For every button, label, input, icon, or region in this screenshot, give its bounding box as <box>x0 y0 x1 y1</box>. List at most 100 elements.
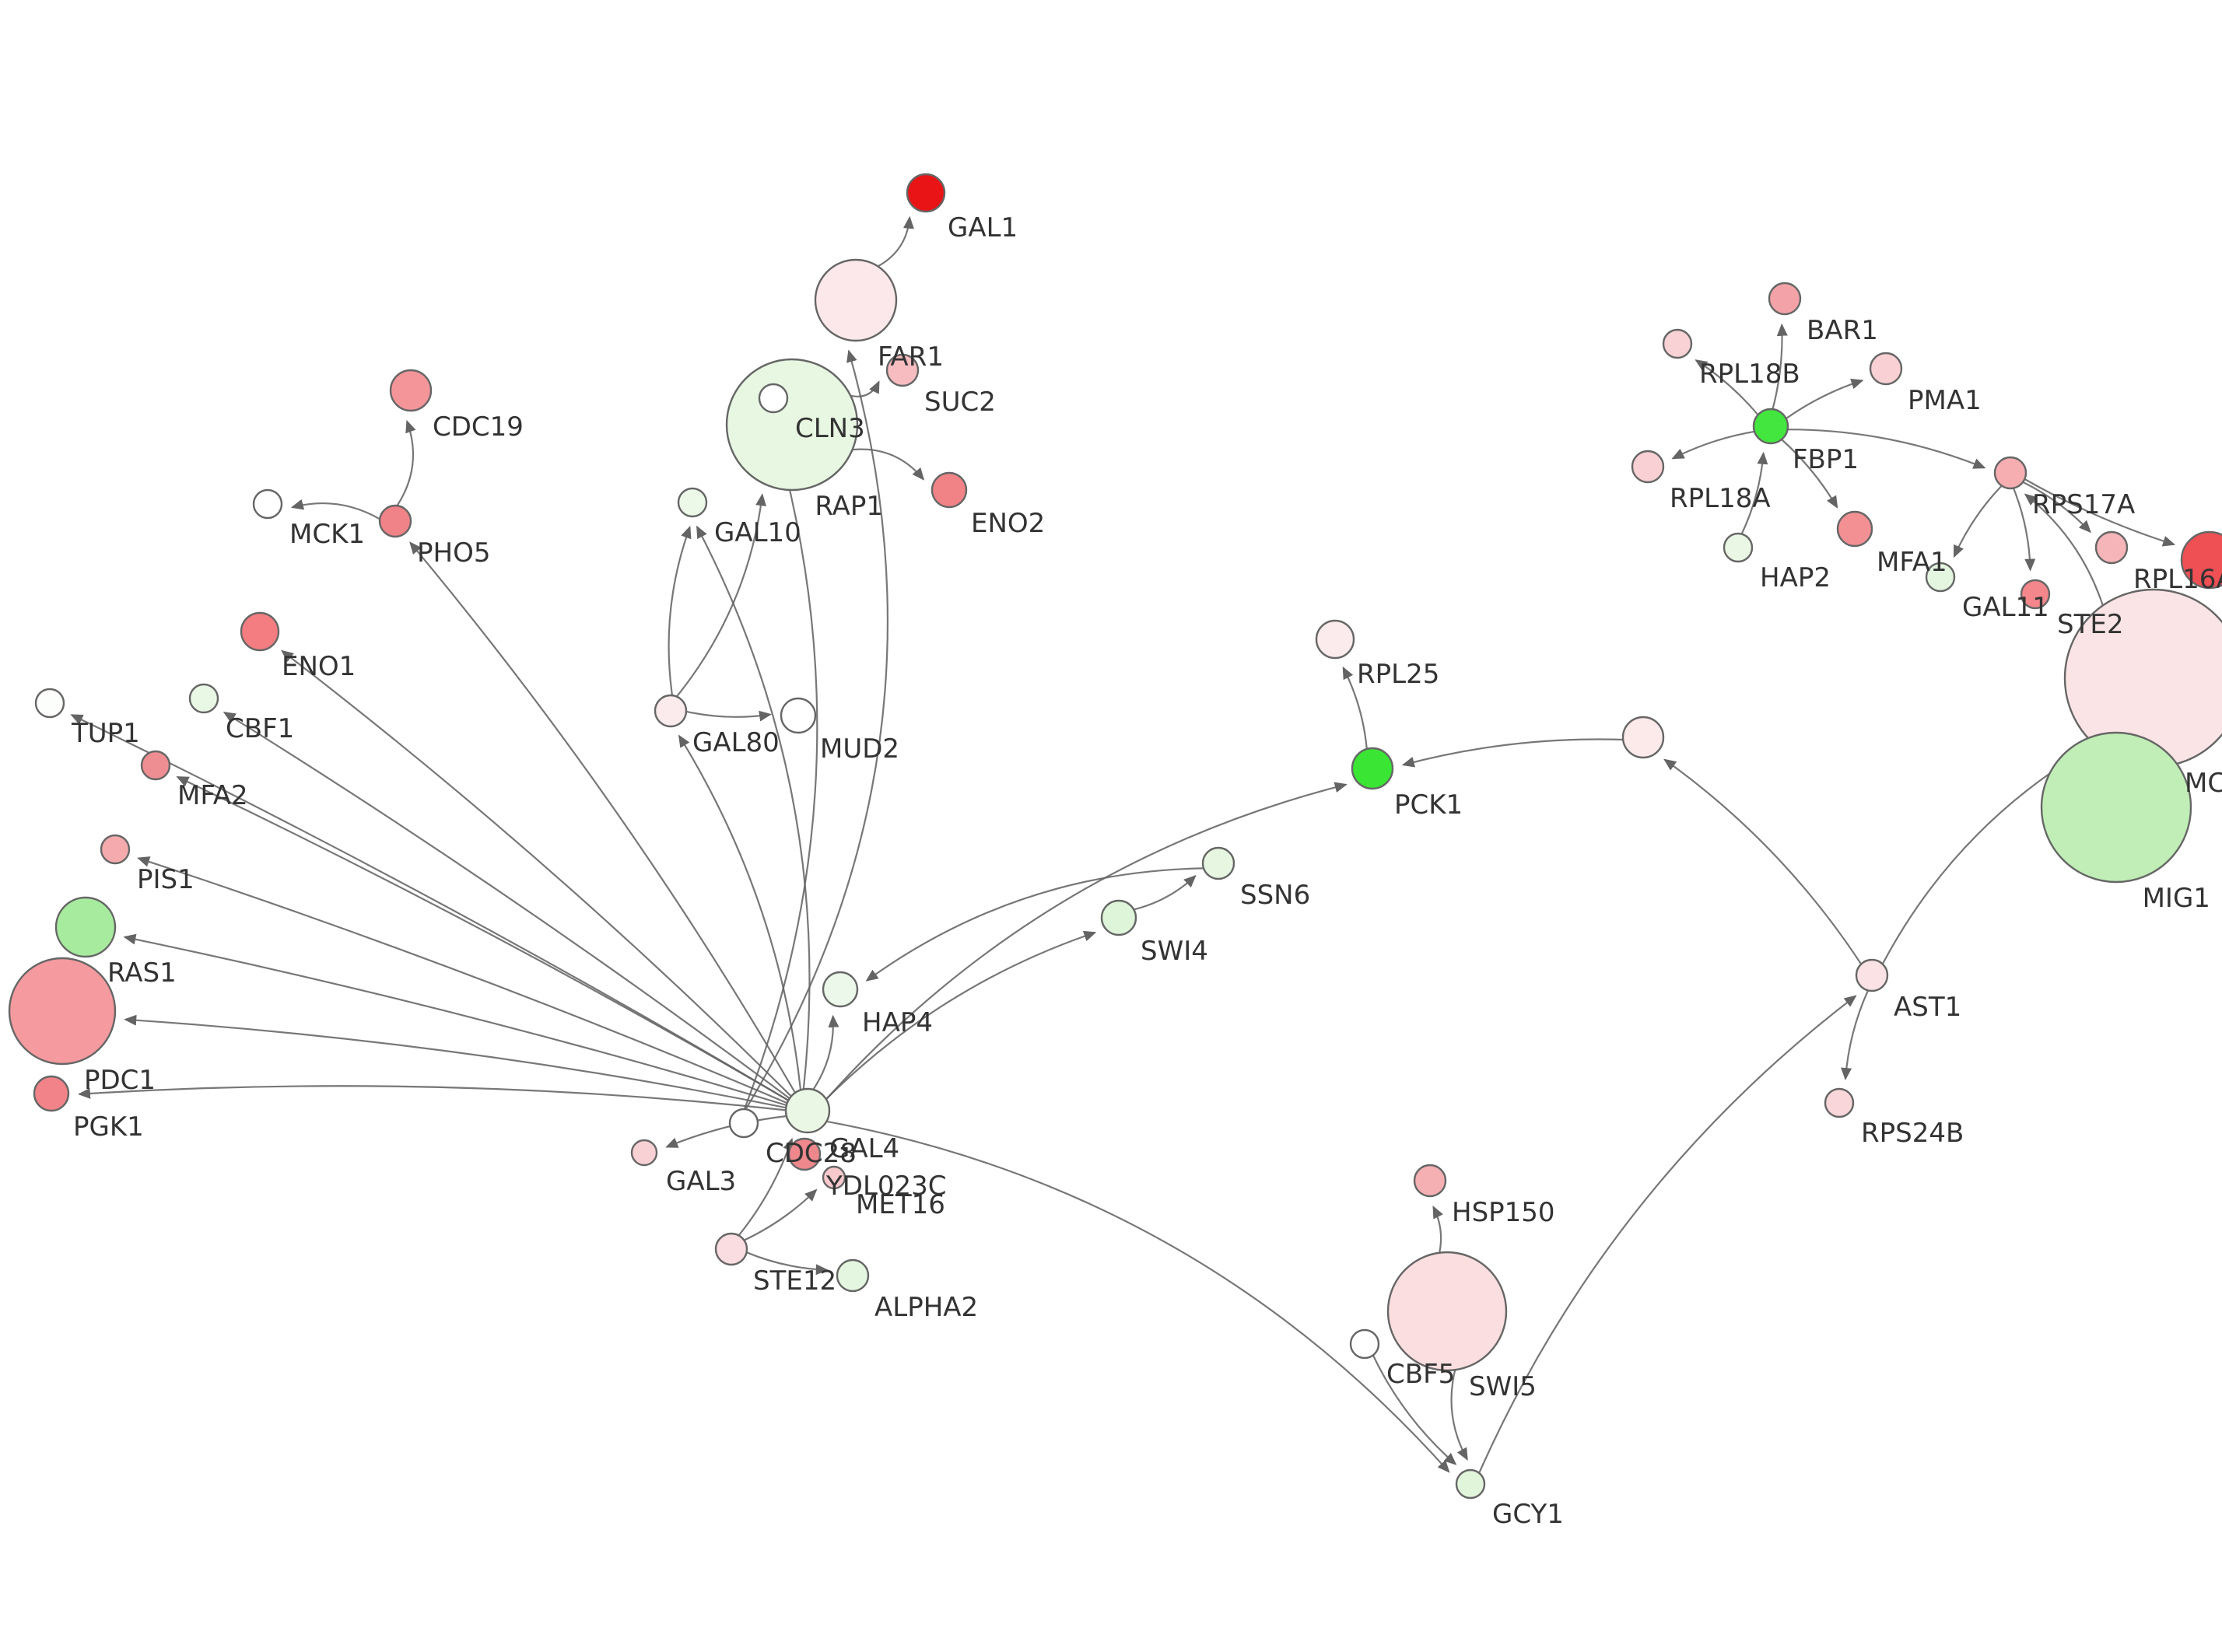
node-ydl023c[interactable] <box>787 1137 822 1171</box>
edge-gal4-to-ras1[interactable] <box>123 933 787 1107</box>
node-fbp1[interactable] <box>1752 408 1789 445</box>
node-cdc28[interactable] <box>728 1108 759 1139</box>
node-tup1[interactable] <box>34 688 65 719</box>
edge-mcm1-to-rps17a[interactable] <box>2024 493 2104 606</box>
edge-pho5-to-mck1[interactable] <box>290 499 380 520</box>
edge-swi5-to-gcy1[interactable] <box>1450 1370 1468 1461</box>
node-n_unlabeled[interactable] <box>1621 716 1665 759</box>
node-swi5[interactable] <box>1386 1251 1508 1372</box>
edge-gal80-to-rap1[interactable] <box>675 493 767 698</box>
node-mig1[interactable] <box>2040 731 2192 884</box>
node-mfa1[interactable] <box>1836 510 1873 548</box>
node-rpl18b[interactable] <box>1662 328 1693 359</box>
node-pis1[interactable] <box>100 834 131 865</box>
node-rap1[interactable] <box>725 358 859 492</box>
node-far1[interactable] <box>814 258 898 342</box>
node-mud2[interactable] <box>780 697 817 734</box>
edge-fbp1-to-bar1[interactable] <box>1772 323 1788 410</box>
node-hap2[interactable] <box>1723 532 1754 563</box>
node-swi4[interactable] <box>1100 899 1137 936</box>
edge-fbp1-to-rps17a[interactable] <box>1787 429 1986 469</box>
edge-fbp1-to-rpl18b[interactable] <box>1695 359 1759 416</box>
node-gal11[interactable] <box>1925 562 1956 593</box>
edge-gal4-to-pis1[interactable] <box>137 856 788 1104</box>
node-bar1[interactable] <box>1768 282 1802 316</box>
node-gal10[interactable] <box>677 487 708 518</box>
edge-pho5-to-cdc19[interactable] <box>396 419 416 506</box>
edge-ast1-to-rps24b[interactable] <box>1841 989 1870 1080</box>
edge-ssn6-to-hap4[interactable] <box>865 867 1204 982</box>
edge-gal4-to-tup1[interactable] <box>70 714 789 1101</box>
edge-fbp1-to-pma1[interactable] <box>1785 378 1864 420</box>
edge-rps17a-to-ste2[interactable] <box>2012 488 2036 572</box>
edge-cdc28-to-far1[interactable] <box>745 349 888 1110</box>
edge-gal4-to-pho5[interactable] <box>409 541 796 1094</box>
node-rps17a[interactable] <box>1993 456 2027 490</box>
node-gcy1[interactable] <box>1455 1468 1486 1500</box>
edge-swi4-to-ssn6[interactable] <box>1134 875 1197 911</box>
edge-gal4-to-pdc1[interactable] <box>124 1014 787 1109</box>
node-suc2[interactable] <box>885 353 920 387</box>
edge-gal4-to-gal3[interactable] <box>665 1115 787 1148</box>
edge-gal4-to-eno1[interactable] <box>281 649 792 1097</box>
node-cbf5[interactable] <box>1349 1328 1380 1360</box>
node-met16[interactable] <box>822 1165 846 1190</box>
node-his4[interactable] <box>2180 530 2222 590</box>
edge-rps17a-to-his4[interactable] <box>2024 478 2176 547</box>
edge-cdc28-to-cln3[interactable] <box>743 422 818 1110</box>
edge-ste12-to-gal4[interactable] <box>738 1137 794 1237</box>
edge-rps17a-to-rpl16a[interactable] <box>2022 481 2091 534</box>
edge-n_unlabeled-to-pck1[interactable] <box>1401 738 1624 768</box>
node-rpl18a[interactable] <box>1631 450 1665 484</box>
node-pck1[interactable] <box>1351 747 1394 790</box>
edge-fbp1-to-mfa1[interactable] <box>1781 439 1838 509</box>
node-ste2[interactable] <box>2020 579 2051 610</box>
node-alpha2[interactable] <box>836 1258 870 1293</box>
node-ste12[interactable] <box>714 1232 748 1266</box>
edge-gal80-to-gal10[interactable] <box>668 525 692 696</box>
node-ras1[interactable] <box>54 896 117 958</box>
edge-gal4-to-gal80[interactable] <box>678 734 802 1090</box>
edge-gal4-to-gal10[interactable] <box>696 525 811 1090</box>
node-cbf1[interactable] <box>188 683 219 714</box>
edge-gal4-to-pgk1[interactable] <box>78 1085 787 1111</box>
node-mfa2[interactable] <box>140 750 171 781</box>
node-hsp150[interactable] <box>1413 1164 1447 1198</box>
edge-gal4-to-cbf1[interactable] <box>223 711 790 1100</box>
edge-ste12-to-met16[interactable] <box>743 1188 818 1241</box>
edge-gal4-to-hap4[interactable] <box>812 1014 839 1090</box>
edge-cbf5-to-gcy1[interactable] <box>1372 1354 1457 1465</box>
edge-swi5-to-hsp150[interactable] <box>1432 1206 1443 1253</box>
node-rpl25[interactable] <box>1315 619 1355 660</box>
edge-ste12-to-alpha2[interactable] <box>746 1251 829 1276</box>
edge-gal4-to-mfa2[interactable] <box>176 776 789 1101</box>
node-pho5[interactable] <box>378 504 412 538</box>
node-ssn6[interactable] <box>1201 846 1235 880</box>
edge-far1-to-gal1[interactable] <box>877 215 914 268</box>
node-eno2[interactable] <box>931 471 968 509</box>
node-mck1[interactable] <box>252 488 283 520</box>
node-gal4[interactable] <box>784 1087 831 1134</box>
edge-gal4-to-swi4[interactable] <box>825 930 1097 1100</box>
edge-rap1-to-suc2[interactable] <box>850 380 880 397</box>
node-pdc1[interactable] <box>8 957 117 1066</box>
node-pma1[interactable] <box>1869 352 1903 386</box>
node-gal1[interactable] <box>906 173 946 213</box>
node-gal80[interactable] <box>654 694 688 728</box>
edge-rap1-to-eno2[interactable] <box>852 448 925 481</box>
edge-gcy1-to-ast1[interactable] <box>1478 995 1857 1474</box>
edge-gal80-to-mud2[interactable] <box>685 710 772 722</box>
node-hap4[interactable] <box>822 971 859 1008</box>
node-cln3[interactable] <box>758 383 789 414</box>
node-ast1[interactable] <box>1855 958 1889 992</box>
node-cdc19[interactable] <box>389 369 433 412</box>
edge-pck1-to-rpl25[interactable] <box>1342 666 1368 750</box>
edge-fbp1-to-rpl18a[interactable] <box>1671 430 1755 460</box>
edge-ast1-to-n_unlabeled[interactable] <box>1663 758 1863 965</box>
node-rps24b[interactable] <box>1824 1087 1855 1118</box>
node-pgk1[interactable] <box>33 1075 70 1112</box>
node-gal3[interactable] <box>630 1139 658 1167</box>
node-rpl16a[interactable] <box>2094 530 2129 565</box>
